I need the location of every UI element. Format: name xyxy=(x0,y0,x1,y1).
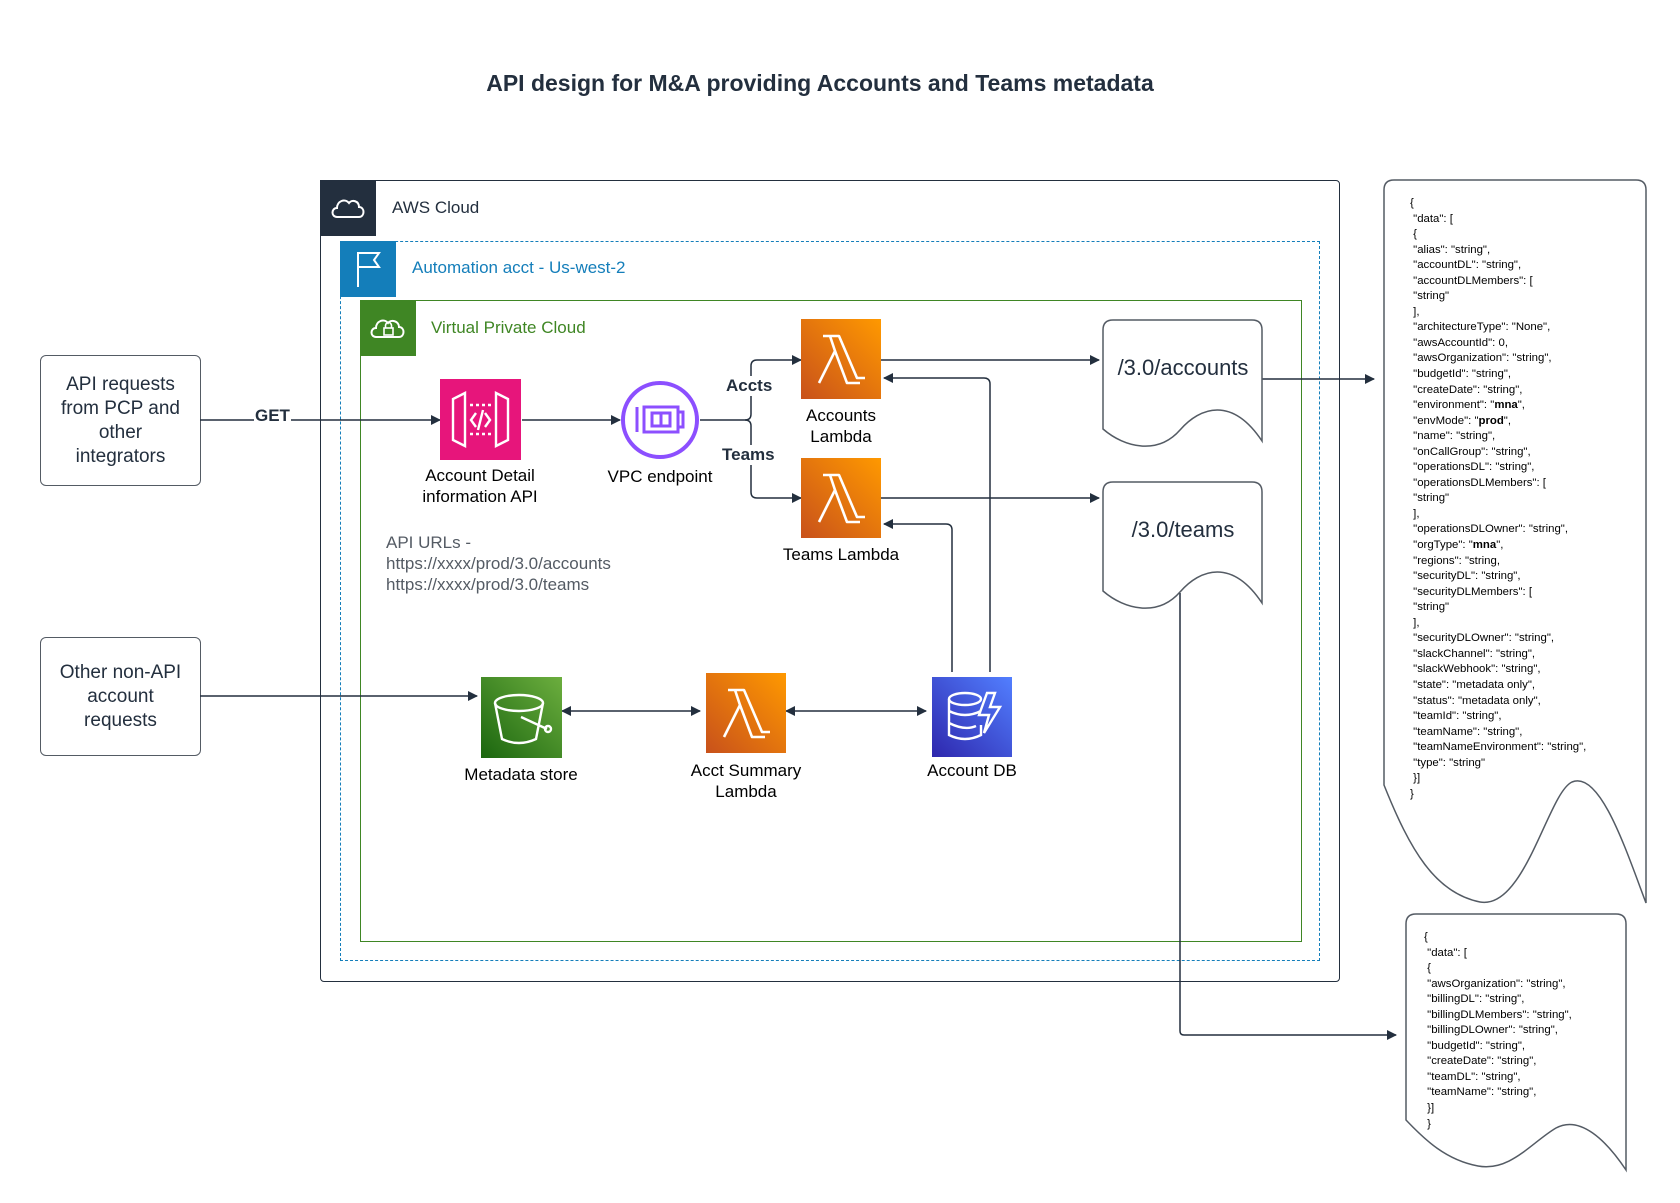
schema-line: "data": [ xyxy=(1424,946,1467,959)
schema-line: "orgType": "mna", xyxy=(1410,539,1504,552)
schema-line: "state": "metadata only", xyxy=(1410,678,1536,691)
schema-line: "envMode": "prod", xyxy=(1410,414,1512,427)
schema-line: "awsOrganization": "string", xyxy=(1410,352,1552,365)
schema-line: "onCallGroup": "string", xyxy=(1410,445,1531,458)
schema-line: "slackWebhook": "string", xyxy=(1410,663,1541,676)
schema-line: } xyxy=(1424,1117,1431,1130)
schema-line: "string" xyxy=(1410,290,1450,303)
schema-line: "billingDL": "string", xyxy=(1424,993,1525,1006)
schema-line: "createDate": "string", xyxy=(1410,383,1523,396)
teams-lambda-icon xyxy=(801,458,881,538)
vpc-endpoint-icon xyxy=(620,380,700,460)
schema-line: "securityDLMembers": [ xyxy=(1410,585,1533,598)
schema-line: "data": [ xyxy=(1410,212,1453,225)
schema-line: "string" xyxy=(1410,492,1450,505)
teams-route-arrow xyxy=(744,419,802,503)
accounts-lambda-icon xyxy=(801,319,881,399)
vpc-group xyxy=(360,300,1302,942)
schema-line: "name": "string", xyxy=(1410,430,1496,443)
schema-line: } xyxy=(1410,787,1414,800)
schema-line: "budgetId": "string", xyxy=(1424,1039,1526,1052)
vpc-endpoint-label: VPC endpoint xyxy=(607,467,713,486)
teams-doc-to-schema-arrow xyxy=(1179,593,1397,1040)
teams-schema-document xyxy=(1405,913,1627,1173)
dynamodb-icon xyxy=(932,677,1012,757)
api-gateway-label: Account Detail information API xyxy=(422,466,538,506)
teams-endpoint-label: /3.0/teams xyxy=(1131,517,1235,542)
schema-line: { xyxy=(1424,962,1431,975)
aws-cloud-group xyxy=(320,180,1340,982)
s3-bucket-icon xyxy=(481,677,562,758)
schema-line: "budgetId": "string", xyxy=(1410,368,1512,381)
teams-label: Teams xyxy=(721,445,776,465)
schema-line: "securityDLOwner": "string", xyxy=(1410,632,1555,645)
accounts-endpoint-document xyxy=(1102,319,1263,447)
accts-label: Accts xyxy=(725,376,774,396)
vpc-label: Virtual Private Cloud xyxy=(431,318,586,337)
schema-line: "teamDL": "string", xyxy=(1424,1070,1521,1083)
schema-line: ], xyxy=(1410,305,1420,318)
db-to-accounts-arrow xyxy=(883,373,991,672)
schema-line: "slackChannel": "string", xyxy=(1410,647,1536,660)
schema-line: "operationsDL": "string", xyxy=(1410,461,1535,474)
schema-line: "teamId": "string", xyxy=(1410,710,1502,723)
schema-line: "awsOrganization": "string", xyxy=(1424,977,1566,990)
accounts-endpoint-label: /3.0/accounts xyxy=(1117,355,1249,380)
aws-cloud-label: AWS Cloud xyxy=(392,198,480,217)
schema-line: ], xyxy=(1410,616,1420,629)
schema-line: "architectureType": "None", xyxy=(1410,321,1551,334)
accounts-lambda-label: Accounts Lambda xyxy=(806,406,876,446)
summary-lambda-label: Acct Summary Lambda xyxy=(690,761,802,801)
api-urls-note: API URLs - https://xxxx/prod/3.0/account… xyxy=(386,533,611,594)
teams-lambda-label: Teams Lambda xyxy=(782,545,900,564)
automation-account-label: Automation acct - Us-west-2 xyxy=(412,258,626,277)
non-api-requests-box: Other non-API account requests xyxy=(40,637,201,756)
schema-line: }] xyxy=(1424,1102,1435,1115)
api-requests-box: API requests from PCP and other integrat… xyxy=(40,355,201,486)
schema-line: { xyxy=(1424,931,1428,943)
automation-account-group xyxy=(340,241,1320,961)
schema-line: "alias": "string", xyxy=(1410,243,1491,256)
schema-line: "teamName": "string", xyxy=(1410,725,1523,738)
teams-endpoint-document xyxy=(1102,481,1263,609)
api-gateway-icon xyxy=(440,379,521,460)
schema-line: "createDate": "string", xyxy=(1424,1055,1537,1068)
schema-line: "teamNameEnvironment": "string", xyxy=(1410,741,1587,754)
db-to-teams-arrow xyxy=(883,519,953,672)
summary-lambda-icon xyxy=(706,673,786,753)
diagram-title: API design for M&A providing Accounts an… xyxy=(486,70,1154,96)
schema-line: "string" xyxy=(1410,601,1450,614)
schema-line: "securityDL": "string", xyxy=(1410,570,1521,583)
schema-line: "environment": "mna", xyxy=(1410,399,1525,412)
flag-icon xyxy=(340,241,396,297)
metadata-store-label: Metadata store xyxy=(464,765,578,784)
schema-line: "billingDLMembers": "string", xyxy=(1424,1008,1572,1021)
schema-line: "regions": "string, xyxy=(1410,554,1501,567)
accounts-schema-document xyxy=(1383,179,1647,904)
schema-line: "accountDL": "string", xyxy=(1410,259,1522,272)
schema-line: "operationsDLMembers": [ xyxy=(1410,476,1546,489)
schema-line: "operationsDLOwner": "string", xyxy=(1410,523,1568,536)
schema-line: { xyxy=(1410,228,1417,241)
vpc-cloud-lock-icon xyxy=(360,300,416,356)
schema-line: "teamName": "string", xyxy=(1424,1086,1537,1099)
schema-line: "billingDLOwner": "string", xyxy=(1424,1024,1558,1037)
teams-schema-text: { "data": [ { "awsOrganization": "string… xyxy=(1424,930,1572,1132)
get-label: GET xyxy=(254,406,291,426)
account-db-label: Account DB xyxy=(927,761,1017,780)
schema-line: }] xyxy=(1410,772,1421,785)
schema-line: ], xyxy=(1410,507,1420,520)
schema-line: "accountDLMembers": [ xyxy=(1410,274,1533,287)
aws-cloud-icon xyxy=(320,180,376,236)
schema-line: "awsAccountId": 0, xyxy=(1410,336,1508,349)
schema-line: { xyxy=(1410,197,1414,209)
schema-line: "type": "string" xyxy=(1410,756,1486,769)
accounts-schema-text: { "data": [ { "alias": "string", "accoun… xyxy=(1410,196,1586,802)
schema-line: "status": "metadata only", xyxy=(1410,694,1541,707)
